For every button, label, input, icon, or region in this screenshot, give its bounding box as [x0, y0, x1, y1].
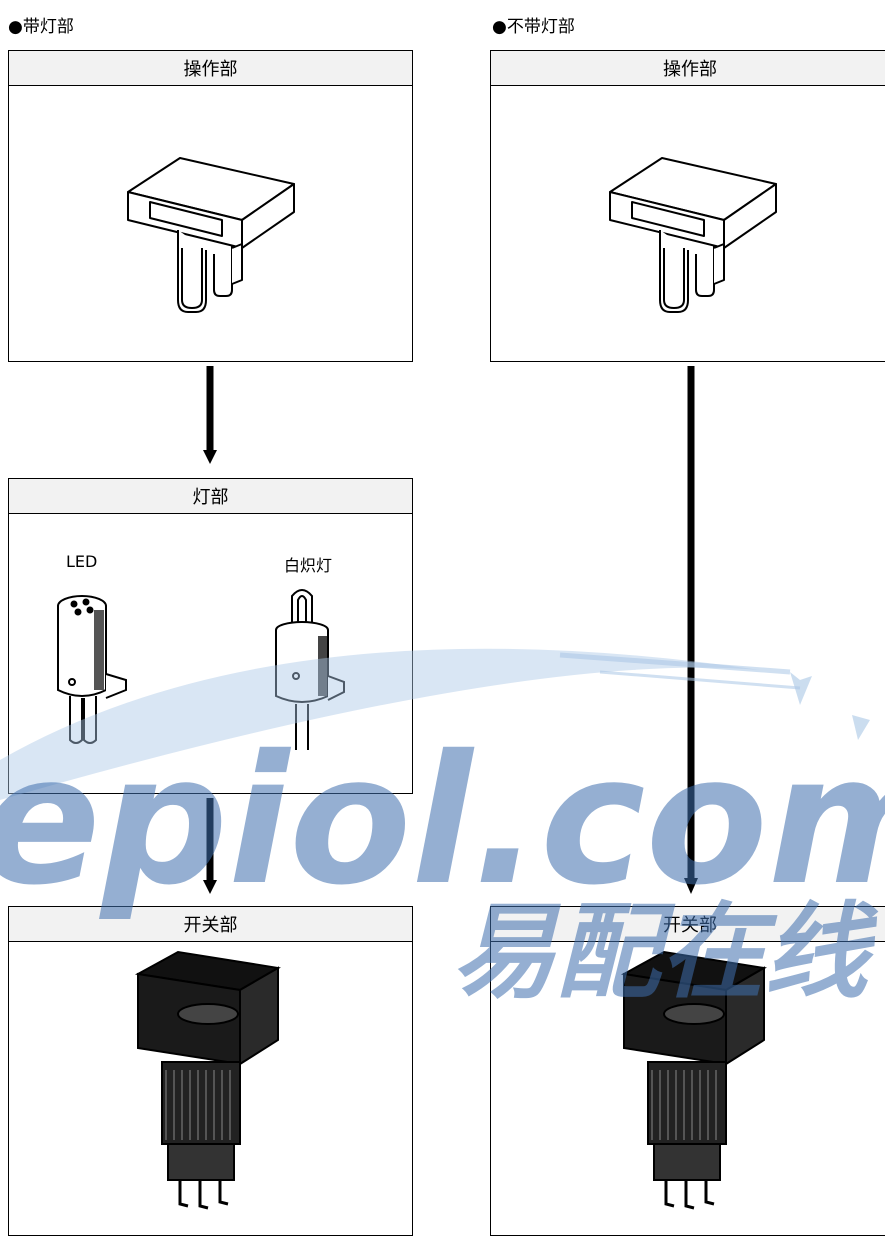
right-operation-title: 操作部 [491, 51, 885, 86]
button-cap-icon [609, 157, 777, 313]
left-operation-box: 操作部 [8, 50, 413, 362]
left-heading: ●带灯部 [8, 17, 74, 37]
button-cap-icon [127, 157, 295, 313]
arrow-down-icon [684, 366, 698, 894]
switch-body-icon [134, 950, 281, 1210]
led-label: LED [66, 552, 98, 571]
switch-body-icon [620, 950, 767, 1210]
arrow-down-icon [203, 798, 217, 894]
left-operation-title: 操作部 [9, 51, 412, 86]
left-switch-title: 开关部 [9, 907, 412, 942]
left-lamp-title: 灯部 [9, 479, 412, 514]
arrow-down-icon [203, 366, 217, 464]
led-lamp-icon [57, 595, 127, 744]
incandescent-lamp-icon [275, 589, 345, 750]
right-operation-box: 操作部 [490, 50, 885, 362]
right-heading: ●不带灯部 [492, 17, 575, 37]
right-switch-title: 开关部 [491, 907, 885, 942]
incandescent-label: 白炽灯 [284, 556, 333, 575]
